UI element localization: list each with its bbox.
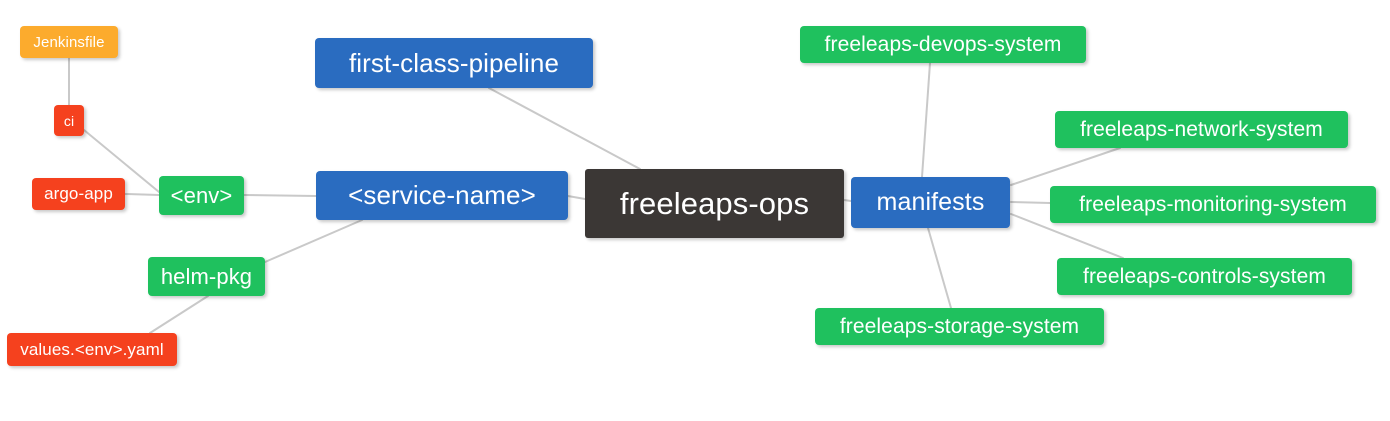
node-network-system[interactable]: freeleaps-network-system	[1055, 111, 1348, 148]
node-manifests[interactable]: manifests	[851, 177, 1010, 228]
node-freeleaps-ops[interactable]: freeleaps-ops	[585, 169, 844, 238]
edge-helm-pkg-to-service-name	[264, 219, 363, 263]
edge-service-name-to-freeleaps-ops	[567, 195, 586, 200]
node-label: manifests	[876, 188, 985, 216]
node-label: freeleaps-controls-system	[1083, 264, 1326, 288]
node-label: freeleaps-network-system	[1080, 117, 1323, 141]
edge-env-to-service-name	[243, 194, 317, 197]
node-label: values.<env>.yaml	[20, 339, 164, 359]
node-helm-pkg[interactable]: helm-pkg	[148, 257, 265, 296]
node-label: first-class-pipeline	[348, 47, 560, 78]
node-label: freeleaps-monitoring-system	[1079, 192, 1347, 216]
edge-values-yaml-to-helm-pkg	[149, 295, 209, 334]
edge-manifests-to-monitoring-system	[1010, 201, 1051, 204]
edge-manifests-to-devops-system	[921, 62, 931, 178]
node-env[interactable]: <env>	[159, 176, 244, 215]
node-controls-system[interactable]: freeleaps-controls-system	[1057, 258, 1352, 295]
node-jenkinsfile[interactable]: Jenkinsfile	[20, 26, 118, 58]
edge-first-class-pipeline-to-freeleaps-ops	[488, 87, 641, 170]
node-devops-system[interactable]: freeleaps-devops-system	[800, 26, 1086, 63]
node-values-yaml[interactable]: values.<env>.yaml	[7, 333, 177, 366]
node-storage-system[interactable]: freeleaps-storage-system	[815, 308, 1104, 345]
edge-manifests-to-storage-system	[927, 227, 952, 309]
node-label: argo-app	[44, 184, 113, 203]
node-ci[interactable]: ci	[54, 105, 84, 136]
edge-freeleaps-ops-to-manifests	[843, 199, 852, 202]
node-label: freeleaps-ops	[619, 185, 810, 221]
edge-manifests-to-controls-system	[1010, 213, 1124, 259]
node-monitoring-system[interactable]: freeleaps-monitoring-system	[1050, 186, 1376, 223]
node-label: Jenkinsfile	[33, 33, 105, 51]
node-label: helm-pkg	[160, 263, 253, 289]
node-label: freeleaps-devops-system	[824, 32, 1062, 56]
node-argo-app[interactable]: argo-app	[32, 178, 125, 210]
node-label: freeleaps-storage-system	[839, 314, 1080, 338]
edge-argo-app-to-env	[124, 193, 160, 196]
node-first-class-pipeline[interactable]: first-class-pipeline	[315, 38, 593, 88]
node-service-name[interactable]: <service-name>	[316, 171, 568, 220]
node-label: <env>	[170, 182, 233, 208]
edge-ci-to-env	[83, 129, 160, 193]
node-label: ci	[63, 112, 75, 129]
node-label: <service-name>	[348, 180, 536, 210]
edge-manifests-to-network-system	[1010, 147, 1121, 186]
